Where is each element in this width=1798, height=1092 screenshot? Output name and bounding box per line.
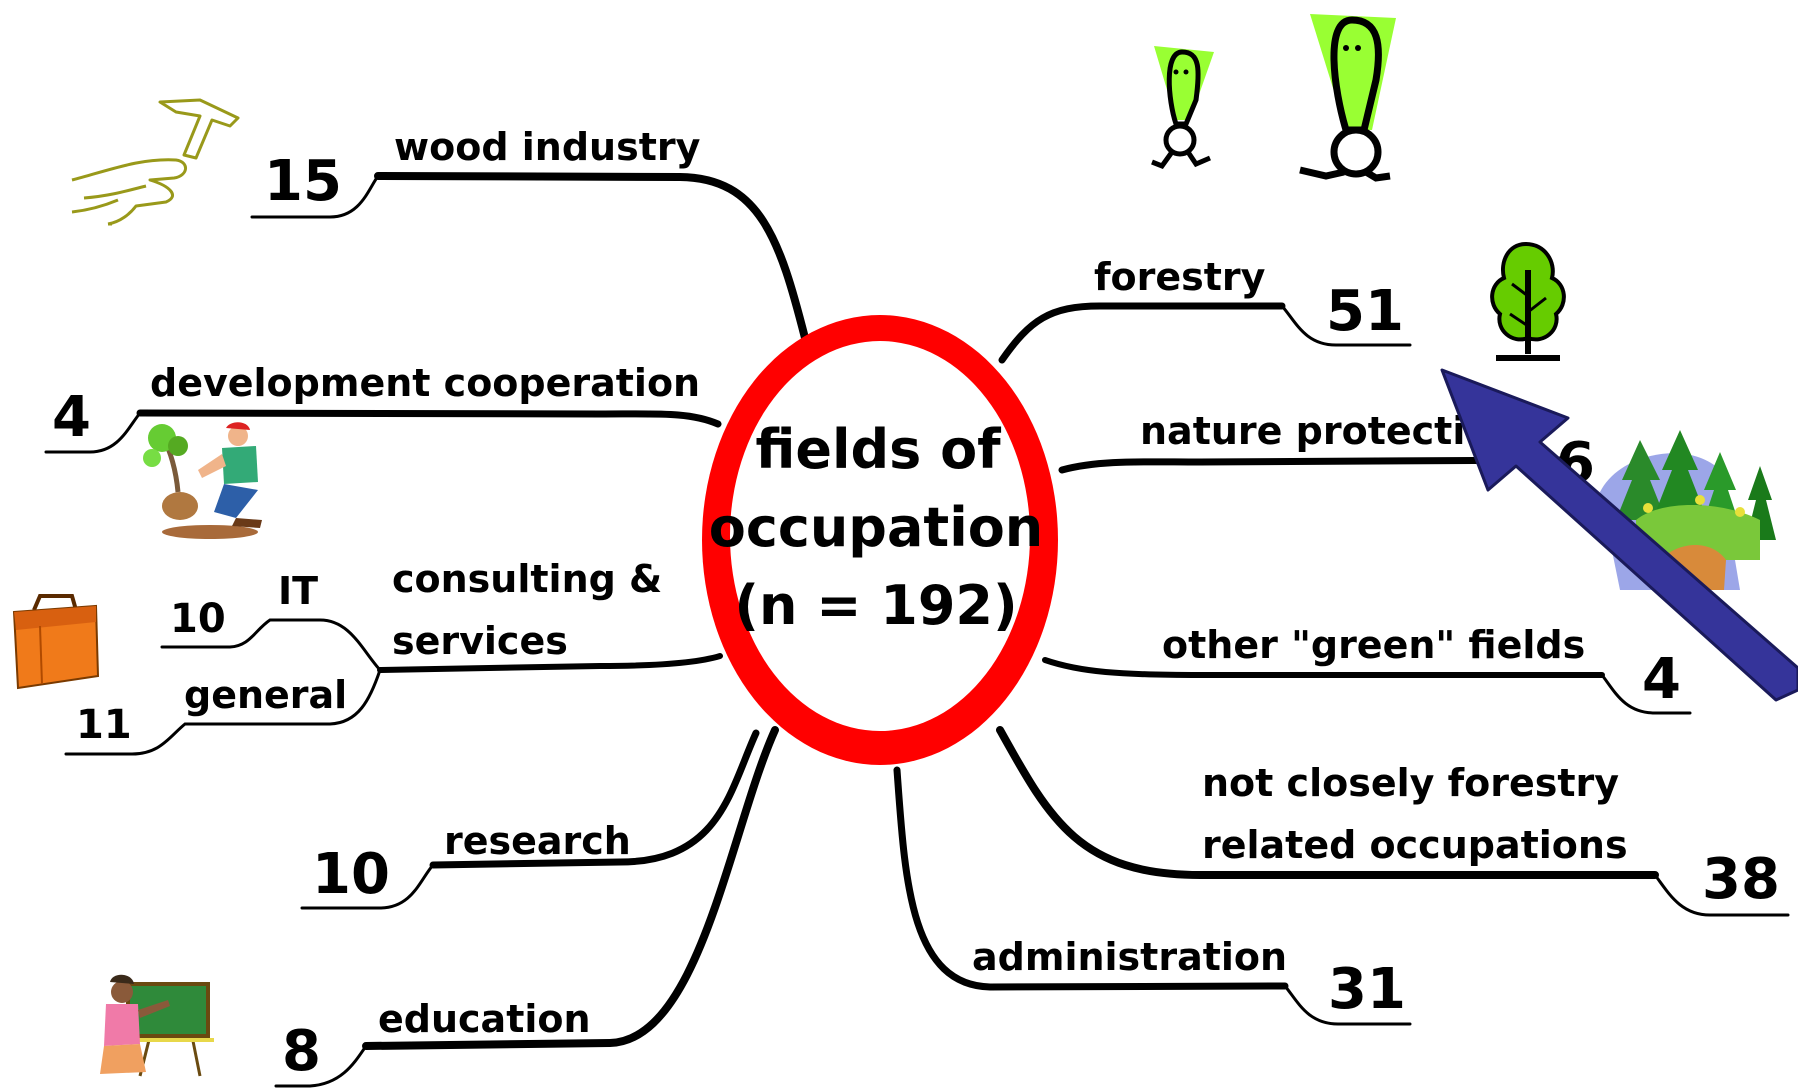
- label-consulting-line2: services: [392, 619, 568, 663]
- label-wood-industry: wood industry: [394, 125, 701, 169]
- branch-lines: [44, 172, 1790, 1088]
- branch-consulting-it: [160, 618, 382, 672]
- branch-education: [362, 726, 779, 1050]
- branch-consulting: [377, 653, 723, 673]
- label-education: education: [378, 997, 591, 1041]
- underline-education: [274, 1044, 368, 1088]
- count-other-green: 4: [1642, 647, 1681, 712]
- branch-development-cooperation: [136, 409, 722, 428]
- planting-man-icon: [143, 422, 262, 539]
- branch-administration: [893, 766, 1289, 991]
- underline-not-closely: [1653, 873, 1790, 917]
- label-consulting-it: IT: [278, 569, 318, 613]
- hammer-hand-icon: [71, 98, 240, 226]
- label-other-green: other "green" fields: [1162, 623, 1585, 667]
- label-development-cooperation: development cooperation: [150, 361, 700, 405]
- branch-forestry: [998, 302, 1286, 364]
- branch-not-closely: [996, 726, 1659, 879]
- branch-research: [429, 729, 760, 869]
- underline-research: [300, 863, 435, 910]
- label-administration: administration: [972, 935, 1287, 979]
- teacher-icon: [100, 974, 214, 1077]
- count-development-cooperation: 4: [52, 385, 91, 450]
- briefcase-icon: [12, 594, 100, 690]
- underline-forestry: [1280, 304, 1412, 347]
- center-title-line2: occupation: [709, 496, 1044, 559]
- branch-labels: wood industry 15 development cooperation…: [52, 125, 1780, 1084]
- label-nature-protection: nature protection: [1140, 409, 1519, 453]
- count-consulting-it: 10: [170, 596, 226, 642]
- label-consulting-line1: consulting &: [392, 557, 662, 601]
- underline-administration: [1283, 984, 1412, 1026]
- count-forestry: 51: [1326, 279, 1404, 344]
- count-administration: 31: [1328, 957, 1406, 1022]
- underline-wood-industry: [250, 174, 380, 219]
- count-wood-industry: 15: [264, 149, 342, 214]
- count-education: 8: [282, 1019, 321, 1084]
- center-node: fields of occupation (n = 192): [702, 315, 1058, 765]
- branch-other-green: [1042, 657, 1605, 678]
- center-title-line1: fields of: [755, 418, 1001, 481]
- underline-other-green: [1600, 673, 1692, 715]
- branch-nature-protection: [1058, 456, 1564, 474]
- arrow-icon: [1440, 368, 1798, 702]
- label-not-closely-line2: related occupations: [1202, 823, 1628, 867]
- center-title-line3: (n = 192): [734, 574, 1017, 637]
- count-research: 10: [312, 842, 390, 907]
- tree-icon: [1490, 241, 1566, 361]
- label-consulting-general: general: [184, 673, 347, 717]
- underline-development-cooperation: [44, 411, 142, 454]
- branch-consulting-general: [64, 668, 382, 756]
- label-forestry: forestry: [1094, 255, 1266, 299]
- label-not-closely-line1: not closely forestry: [1202, 761, 1619, 805]
- label-research: research: [444, 819, 631, 863]
- branch-wood-industry: [374, 172, 809, 342]
- count-not-closely: 38: [1702, 847, 1780, 912]
- exclamation-figures-icon: [1151, 14, 1396, 182]
- count-consulting-general: 11: [76, 702, 132, 748]
